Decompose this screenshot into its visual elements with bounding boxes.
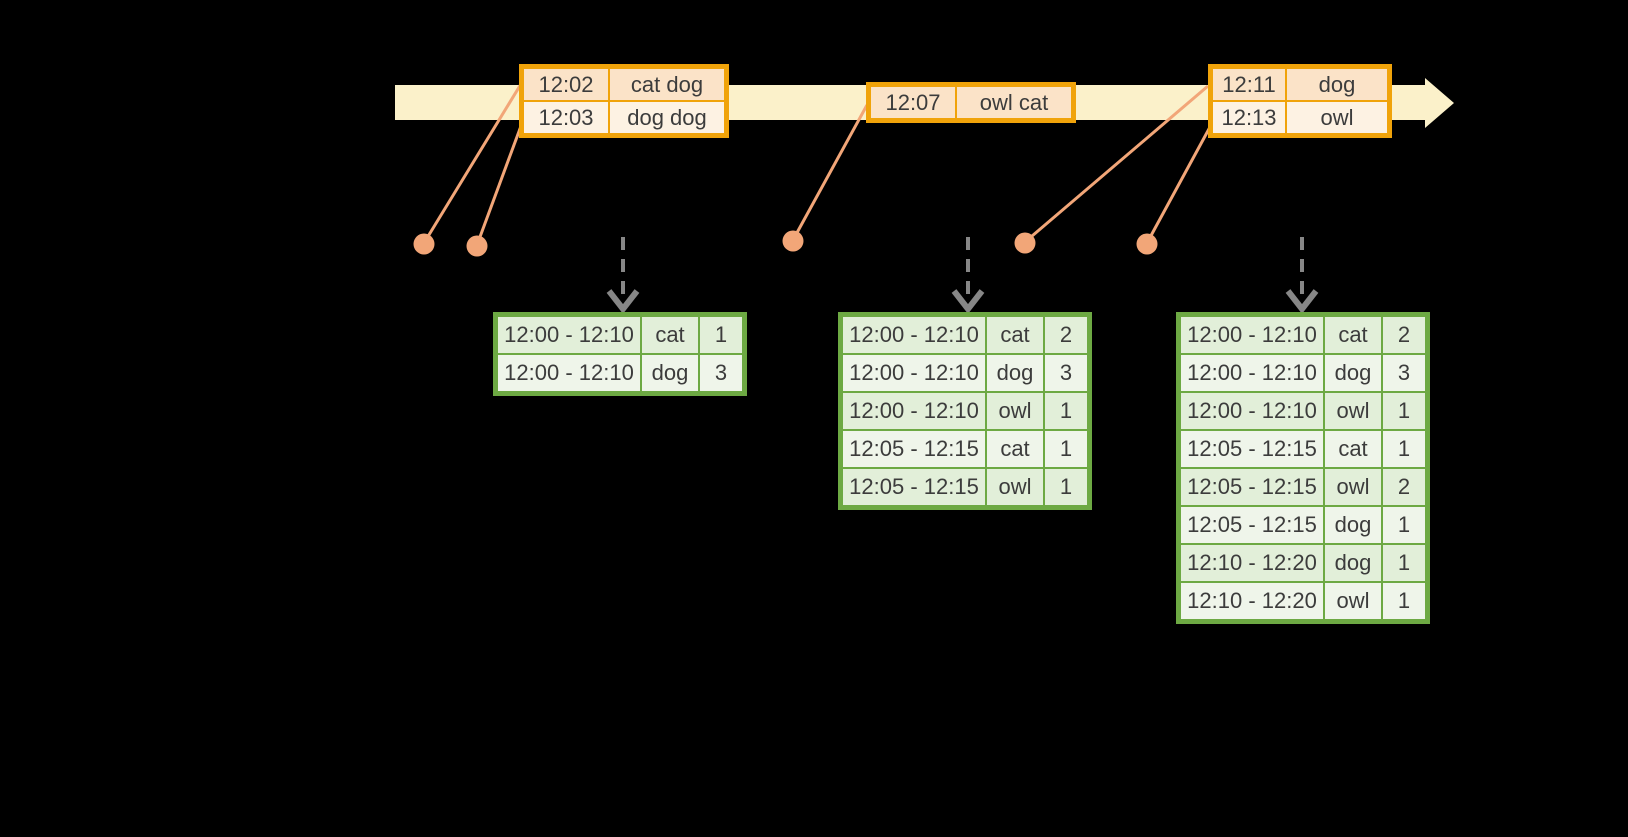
- window-cell: 12:05 - 12:15: [843, 431, 985, 467]
- count-cell: 2: [1383, 469, 1425, 505]
- result-row: 12:05 - 12:15 cat 1: [1181, 431, 1425, 467]
- result-row: 12:05 - 12:15 owl 1: [843, 469, 1087, 505]
- event-dot-icon: [782, 230, 804, 252]
- result-row: 12:10 - 12:20 owl 1: [1181, 583, 1425, 619]
- count-cell: 2: [1383, 317, 1425, 353]
- window-cell: 12:10 - 12:20: [1181, 545, 1323, 581]
- event-dot-icon: [413, 233, 435, 255]
- result-row: 12:00 - 12:10 cat 1: [498, 317, 742, 353]
- event-table-1: 12:02 cat dog 12:03 dog dog: [519, 64, 729, 138]
- result-row: 12:00 - 12:10 owl 1: [1181, 393, 1425, 429]
- event-connector-line: [1024, 84, 1209, 244]
- word-cell: dog: [987, 355, 1043, 391]
- result-row: 12:00 - 12:10 dog 3: [1181, 355, 1425, 391]
- event-words-cell: dog dog: [610, 102, 724, 133]
- count-cell: 3: [1045, 355, 1087, 391]
- count-cell: 1: [700, 317, 742, 353]
- event-words-cell: owl: [1287, 102, 1387, 133]
- window-cell: 12:05 - 12:15: [1181, 469, 1323, 505]
- word-cell: cat: [987, 317, 1043, 353]
- count-cell: 2: [1045, 317, 1087, 353]
- result-row: 12:05 - 12:15 dog 1: [1181, 507, 1425, 543]
- result-row: 12:05 - 12:15 owl 2: [1181, 469, 1425, 505]
- event-words-cell: owl cat: [957, 87, 1071, 118]
- word-cell: cat: [1325, 317, 1381, 353]
- event-table-3: 12:11 dog 12:13 owl: [1208, 64, 1392, 138]
- event-dots: [413, 230, 1158, 257]
- event-row: 12:03 dog dog: [524, 102, 724, 133]
- word-cell: dog: [1325, 507, 1381, 543]
- count-cell: 1: [1045, 469, 1087, 505]
- event-dot-icon: [1136, 233, 1158, 255]
- word-cell: owl: [1325, 393, 1381, 429]
- trigger-arrowhead-icon: [606, 289, 640, 314]
- event-dot-icon: [466, 235, 488, 257]
- event-table-2: 12:07 owl cat: [866, 82, 1076, 123]
- event-row: 12:11 dog: [1213, 69, 1387, 100]
- word-cell: cat: [987, 431, 1043, 467]
- count-cell: 1: [1383, 545, 1425, 581]
- event-time-cell: 12:07: [871, 87, 955, 118]
- word-cell: cat: [1325, 431, 1381, 467]
- result-table-2: 12:00 - 12:10 cat 2 12:00 - 12:10 dog 3 …: [838, 312, 1092, 510]
- window-cell: 12:00 - 12:10: [843, 317, 985, 353]
- count-cell: 3: [1383, 355, 1425, 391]
- result-row: 12:00 - 12:10 dog 3: [498, 355, 742, 391]
- event-time-cell: 12:03: [524, 102, 608, 133]
- event-words-cell: cat dog: [610, 69, 724, 100]
- result-row: 12:00 - 12:10 dog 3: [843, 355, 1087, 391]
- word-cell: dog: [1325, 355, 1381, 391]
- window-cell: 12:05 - 12:15: [1181, 431, 1323, 467]
- event-words-cell: dog: [1287, 69, 1387, 100]
- count-cell: 1: [1383, 583, 1425, 619]
- result-row: 12:00 - 12:10 cat 2: [1181, 317, 1425, 353]
- window-cell: 12:00 - 12:10: [843, 355, 985, 391]
- event-connector-line: [1145, 126, 1212, 244]
- trigger-arrows: [606, 237, 1319, 314]
- event-time-cell: 12:02: [524, 69, 608, 100]
- window-cell: 12:00 - 12:10: [1181, 393, 1323, 429]
- event-connector-line: [422, 83, 523, 244]
- window-cell: 12:10 - 12:20: [1181, 583, 1323, 619]
- word-cell: dog: [642, 355, 698, 391]
- result-table-3: 12:00 - 12:10 cat 2 12:00 - 12:10 dog 3 …: [1176, 312, 1430, 624]
- window-cell: 12:05 - 12:15: [843, 469, 985, 505]
- window-cell: 12:05 - 12:15: [1181, 507, 1323, 543]
- event-connector-line: [791, 104, 869, 241]
- result-row: 12:10 - 12:20 dog 1: [1181, 545, 1425, 581]
- event-time-cell: 12:13: [1213, 102, 1285, 133]
- word-cell: owl: [987, 393, 1043, 429]
- event-connector-lines: [422, 83, 1212, 246]
- count-cell: 3: [700, 355, 742, 391]
- window-cell: 12:00 - 12:10: [498, 317, 640, 353]
- event-row: 12:02 cat dog: [524, 69, 724, 100]
- event-time-cell: 12:11: [1213, 69, 1285, 100]
- trigger-arrowhead-icon: [1285, 289, 1319, 314]
- event-dot-icon: [1014, 232, 1036, 254]
- count-cell: 1: [1045, 393, 1087, 429]
- count-cell: 1: [1383, 507, 1425, 543]
- result-row: 12:00 - 12:10 owl 1: [843, 393, 1087, 429]
- result-row: 12:05 - 12:15 cat 1: [843, 431, 1087, 467]
- word-cell: cat: [642, 317, 698, 353]
- result-table-1: 12:00 - 12:10 cat 1 12:00 - 12:10 dog 3: [493, 312, 747, 396]
- trigger-arrowhead-icon: [951, 289, 985, 314]
- word-cell: dog: [1325, 545, 1381, 581]
- window-cell: 12:00 - 12:10: [498, 355, 640, 391]
- word-cell: owl: [1325, 583, 1381, 619]
- count-cell: 1: [1383, 393, 1425, 429]
- event-row: 12:07 owl cat: [871, 87, 1071, 118]
- word-cell: owl: [1325, 469, 1381, 505]
- count-cell: 1: [1045, 431, 1087, 467]
- window-cell: 12:00 - 12:10: [1181, 317, 1323, 353]
- window-cell: 12:00 - 12:10: [843, 393, 985, 429]
- event-connector-line: [475, 125, 523, 246]
- event-row: 12:13 owl: [1213, 102, 1387, 133]
- word-cell: owl: [987, 469, 1043, 505]
- timeline-arrow-icon: [1425, 78, 1454, 128]
- window-cell: 12:00 - 12:10: [1181, 355, 1323, 391]
- count-cell: 1: [1383, 431, 1425, 467]
- result-row: 12:00 - 12:10 cat 2: [843, 317, 1087, 353]
